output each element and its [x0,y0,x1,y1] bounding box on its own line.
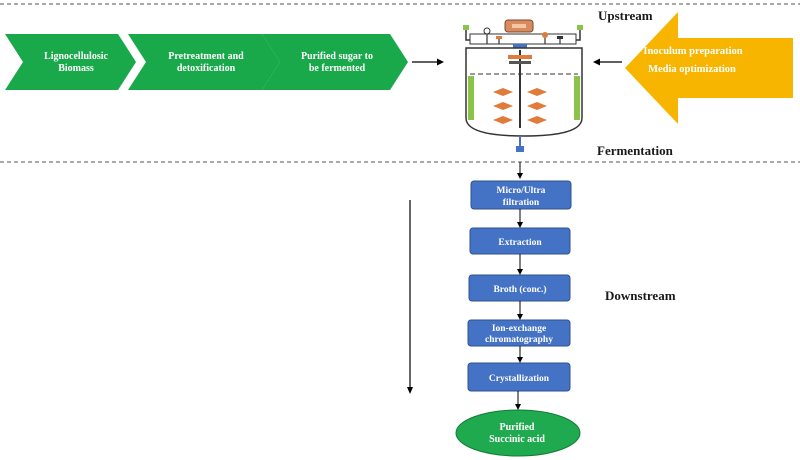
chevron-lignocellulosic-biomass: Lignocellulosic Biomass [5,34,136,90]
downstream-label: Downstream [605,288,676,303]
chevron-2-line2: detoxification [177,63,236,74]
step-1-line2: filtration [503,198,540,208]
chevron-shape [5,34,136,90]
product-purified-succinic-acid: Purified Succinic acid [455,409,581,457]
chevron-pretreatment-detoxification: Pretreatment and detoxification [128,34,280,90]
step-5-label: Crystallization [489,374,550,384]
inoculum-line2: Media optimization [648,64,736,75]
upstream-label: Upstream [598,8,653,23]
product-line1: Purified [500,422,535,433]
chevron-shape [262,34,408,90]
arrow-fermenter-to-filtration [517,162,523,179]
step-4-line2: chromatography [485,335,553,345]
step-3-label: Broth (conc.) [493,284,546,295]
arrow-step5-to-product [515,391,521,410]
chevron-purified-sugar: Purified sugar to be fermented [262,34,408,90]
step-1-line1: Micro/Ultra [497,186,546,196]
step-broth-conc: Broth (conc.) [468,274,571,302]
fermentation-label: Fermentation [597,143,674,158]
chevron-3-line1: Purified sugar to [301,51,373,62]
chevron-shape [128,34,280,90]
arrow-into-fermenter-left [412,58,444,66]
downstream-direction-arrow [407,200,413,394]
fermenter-vessel-icon [463,19,583,152]
chevron-2-line1: Pretreatment and [168,51,244,62]
yellow-arrow-shape [625,12,793,124]
inoculum-media-arrow: Inoculum preparation Media optimization [625,12,793,124]
inoculum-line1: Inoculum preparation [643,46,742,57]
arrow-step2-to-step3 [517,254,523,275]
step-ion-exchange-chromatography: Ion-exchange chromatography [467,319,571,347]
arrow-into-fermenter-right [593,58,622,66]
step-extraction: Extraction [469,227,571,255]
arrow-step4-to-step5 [517,346,523,363]
step-4-line1: Ion-exchange [492,324,546,334]
step-micro-ultra-filtration: Micro/Ultra filtration [470,180,572,210]
step-2-label: Extraction [498,238,542,248]
chevron-3-line2: be fermented [309,63,366,74]
arrow-step1-to-step2 [517,209,523,228]
chevron-1-line2: Biomass [58,63,94,74]
chevron-1-line1: Lignocellulosic [44,51,108,62]
arrow-step3-to-step4 [517,301,523,320]
step-crystallization: Crystallization [467,362,571,392]
product-line2: Succinic acid [489,434,545,445]
